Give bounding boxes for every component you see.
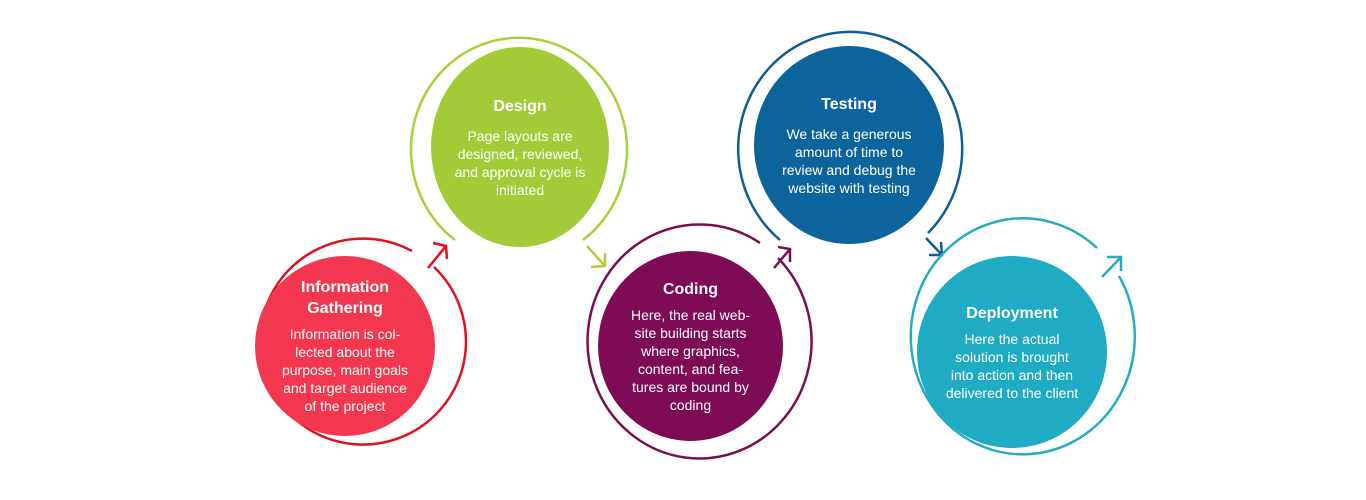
arrow-down-right-icon [586,245,607,269]
step-title: Testing [821,95,877,113]
step-description: Here, the real web-site building starts … [630,306,751,413]
step-title: Deployment [966,304,1058,322]
step-information-gathering: Information Gathering Information is col… [255,256,435,436]
step-description: Page layouts are designed, reviewed, and… [454,127,586,198]
step-deployment: Deployment Here the actual solution is b… [917,256,1107,448]
ring-arc [909,217,1137,456]
ring-deployment [909,217,1137,456]
arrow-down-right-icon [925,237,944,257]
arrow-up-right-icon [1101,255,1123,278]
ring-arc [736,30,964,241]
ring-arc [586,223,813,460]
ring-coding [586,223,813,460]
step-title: Coding [662,280,719,298]
step-title: Design [493,97,547,115]
ring-arc [409,36,629,241]
step-design: Design Page layouts are designed, review… [431,47,609,247]
step-description: Here the actual solution is brought into… [945,330,1079,401]
arrow-up-right-icon [427,241,449,269]
arrow-up-right-icon [773,245,792,269]
step-coding: Coding Here, the real web-site building … [598,251,783,441]
step-description: Information is col-lected about the purp… [281,326,409,414]
step-testing: Testing We take a generous amount of tim… [754,46,944,244]
ring-design [409,36,629,269]
step-title: Information Gathering [301,279,389,317]
step-description: We take a generous amount of time to rev… [782,125,916,196]
